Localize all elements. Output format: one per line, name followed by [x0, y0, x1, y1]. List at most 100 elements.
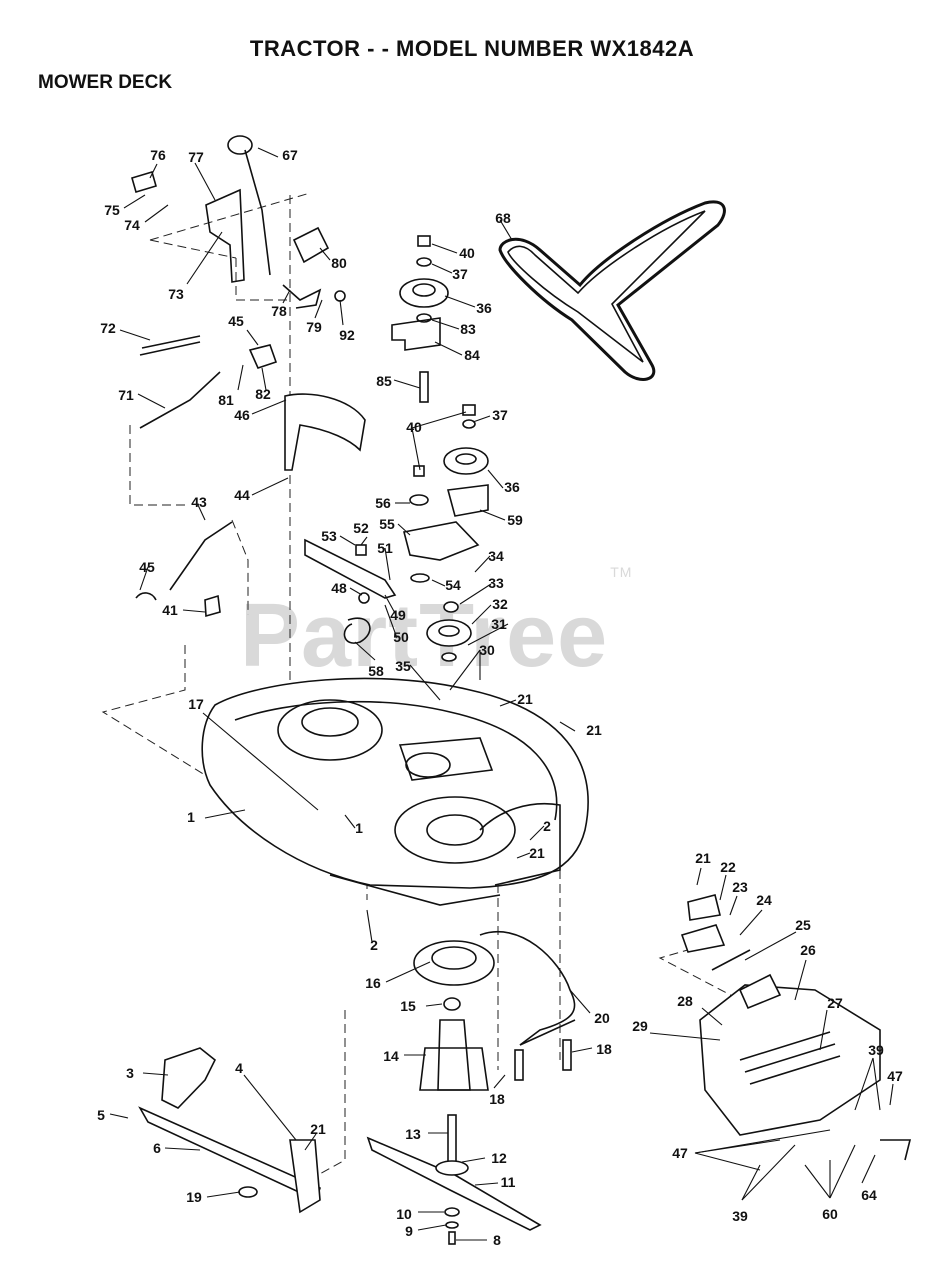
part-callout-label: 1 — [355, 820, 363, 836]
mower-deck-housing — [201, 677, 589, 906]
part-callout-label: 73 — [168, 286, 184, 302]
part-callout-label: 72 — [100, 320, 116, 336]
part-callout-label: 36 — [476, 300, 492, 316]
drive-belt — [498, 200, 726, 381]
part-callout-label: 80 — [331, 255, 347, 271]
part-callout-label: 46 — [234, 407, 250, 423]
part-callout-label: 47 — [887, 1068, 903, 1084]
part-callout-label: 54 — [445, 577, 461, 593]
part-callout-label: 27 — [827, 995, 843, 1011]
discharge-chute — [680, 894, 912, 1161]
part-callout-label: 45 — [139, 559, 155, 575]
part-callout-label: 60 — [822, 1206, 838, 1222]
watermark-logo: PartTreeTM — [240, 564, 631, 688]
part-callout-label: 71 — [118, 387, 134, 403]
part-callout-label: 39 — [868, 1042, 884, 1058]
part-callout-label: 55 — [379, 516, 395, 532]
callout-leader-lines — [109, 147, 894, 1241]
part-callout-label: 24 — [756, 892, 772, 908]
part-callout-label: 51 — [377, 540, 393, 556]
part-callout-label: 15 — [400, 998, 416, 1014]
part-callout-label: 21 — [517, 691, 533, 707]
part-callout-label: 4 — [235, 1060, 243, 1076]
part-callout-label: 21 — [586, 722, 602, 738]
part-callout-label: 28 — [677, 993, 693, 1009]
part-callout-label: 29 — [632, 1018, 648, 1034]
part-callout-label: 64 — [861, 1187, 877, 1203]
blade-spindle — [413, 940, 495, 1245]
part-callout-label: 85 — [376, 373, 392, 389]
part-callout-label: 47 — [672, 1145, 688, 1161]
part-callout-label: 20 — [594, 1010, 610, 1026]
part-callout-label: 77 — [188, 149, 204, 165]
part-callout-label: 21 — [310, 1121, 326, 1137]
part-callout-label: 9 — [405, 1223, 413, 1239]
part-callout-label: 53 — [321, 528, 337, 544]
part-callout-label: 40 — [406, 419, 422, 435]
trademark-mark: TM — [610, 564, 633, 580]
part-callout-label: 32 — [492, 596, 508, 612]
part-callout-label: 5 — [97, 1107, 105, 1123]
part-callout-label: 40 — [459, 245, 475, 261]
part-callout-label: 48 — [331, 580, 347, 596]
part-callout-label: 52 — [353, 520, 369, 536]
part-callout-label: 13 — [405, 1126, 421, 1142]
part-callout-label: 68 — [495, 210, 511, 226]
part-callout-label: 37 — [452, 266, 468, 282]
part-callout-label: 25 — [795, 917, 811, 933]
part-callout-label: 84 — [464, 347, 480, 363]
part-callout-label: 50 — [393, 629, 409, 645]
part-callout-label: 17 — [188, 696, 204, 712]
part-callout-label: 3 — [126, 1065, 134, 1081]
part-callout-label: 83 — [460, 321, 476, 337]
part-callout-label: 81 — [218, 392, 234, 408]
part-callout-label: 39 — [732, 1208, 748, 1224]
part-callout-label: 79 — [306, 319, 322, 335]
part-callout-label: 35 — [395, 658, 411, 674]
part-callout-label: 16 — [365, 975, 381, 991]
part-callout-label: 22 — [720, 859, 736, 875]
part-callout-label: 44 — [234, 487, 250, 503]
part-callout-label: 82 — [255, 386, 271, 402]
part-callout-label: 11 — [501, 1174, 516, 1190]
rear-baffle-bracket — [479, 930, 576, 1081]
part-callout-label: 2 — [543, 818, 551, 834]
lower-idler-pulley — [403, 404, 489, 662]
part-callout-label: 34 — [488, 548, 504, 564]
part-callout-label: 18 — [596, 1041, 612, 1057]
part-callout-label: 33 — [488, 575, 504, 591]
part-callout-label: 26 — [800, 942, 816, 958]
part-callout-label: 12 — [491, 1150, 507, 1166]
part-callout-label: 45 — [228, 313, 244, 329]
part-callout-label: 21 — [695, 850, 711, 866]
part-callout-label: 43 — [191, 494, 207, 510]
deck-support-brackets — [138, 1047, 321, 1214]
part-callout-label: 56 — [375, 495, 391, 511]
part-callout-label: 6 — [153, 1140, 161, 1156]
part-callout-label: 2 — [370, 937, 378, 953]
part-callout-label: 18 — [489, 1091, 505, 1107]
part-callout-label: 37 — [492, 407, 508, 423]
part-callout-label: 78 — [271, 303, 287, 319]
part-callout-label: 30 — [479, 642, 495, 658]
part-callout-label: 14 — [383, 1048, 399, 1064]
part-callout-label: 8 — [493, 1232, 501, 1248]
part-callout-label: 49 — [390, 607, 406, 623]
part-callout-label: 31 — [491, 616, 507, 632]
section-heading: MOWER DECK — [38, 72, 173, 93]
upper-idler-pulley — [391, 235, 449, 403]
diagram-title: TRACTOR - - MODEL NUMBER WX1842A — [249, 36, 695, 61]
part-callout-label: 21 — [529, 845, 545, 861]
part-callout-label: 58 — [368, 663, 384, 679]
part-callout-label: 74 — [124, 217, 140, 233]
part-callout-label: 19 — [186, 1189, 202, 1205]
part-callout-label: 92 — [339, 327, 355, 343]
part-callout-label: 76 — [150, 147, 166, 163]
part-callout-label: 59 — [507, 512, 523, 528]
part-callout-label: 23 — [732, 879, 748, 895]
part-callout-label: 41 — [162, 602, 178, 618]
watermark-text: PartTree — [240, 586, 609, 686]
part-callout-label: 67 — [282, 147, 298, 163]
